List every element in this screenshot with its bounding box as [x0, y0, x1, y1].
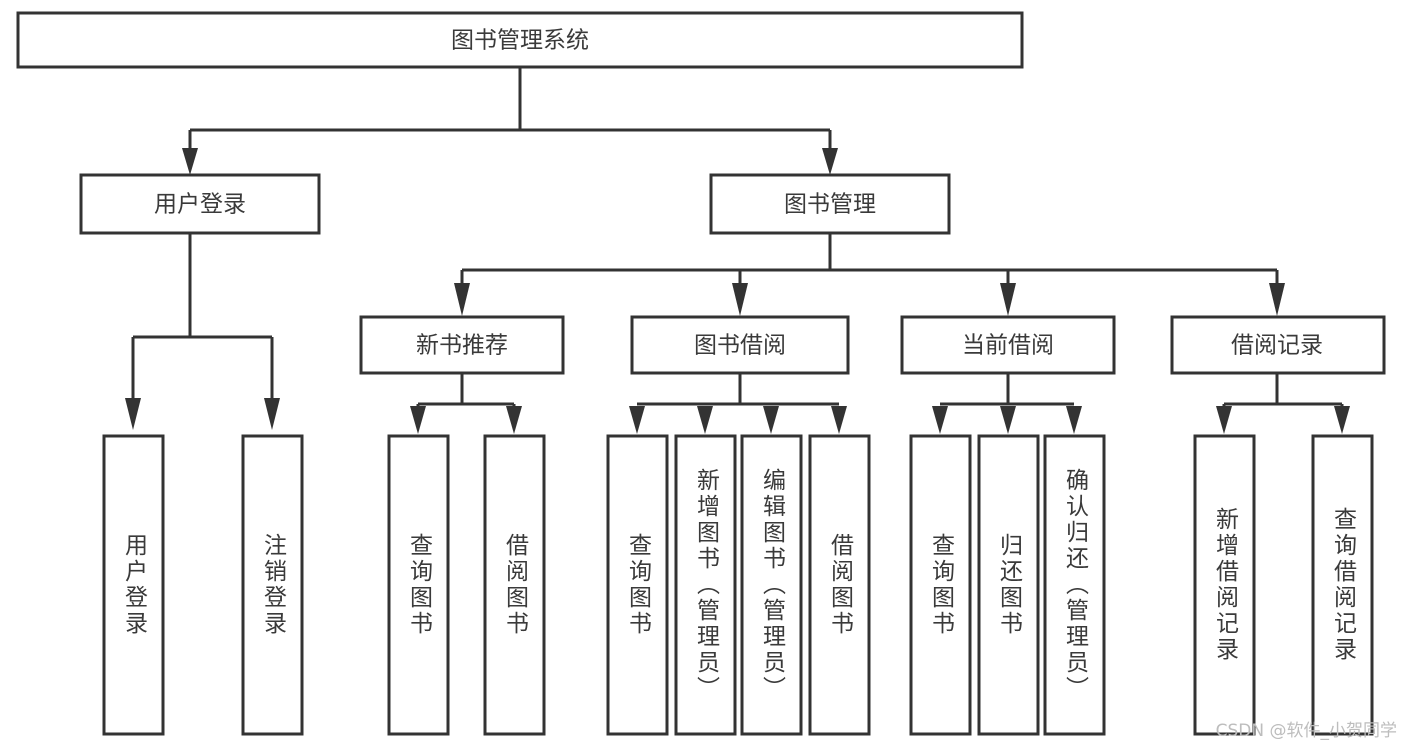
leaf-query-book-2[interactable]: 查询图书: [606, 434, 669, 736]
leaf-return-book-label: 归还图书: [996, 533, 1024, 637]
leaf-logout-login[interactable]: 注销登录: [241, 434, 304, 736]
arrow-book-management: [822, 148, 838, 175]
leaf-borrow-book-1-box: [483, 434, 546, 736]
arrow-leaf-query-book-3: [932, 406, 948, 434]
node-book-management-label: 图书管理: [784, 192, 876, 218]
leaf-borrow-book-2-box: [808, 434, 871, 736]
node-current-borrow-box: [900, 315, 1116, 375]
leaf-query-borrow-record-box: [1311, 434, 1374, 736]
leaf-borrow-book-2-label: 借阅图书: [827, 533, 855, 637]
leaf-edit-book-label: 编辑图书（管理员）: [759, 468, 787, 702]
leaf-query-book-1-box: [387, 434, 450, 736]
arrow-leaf-query-book-2: [629, 406, 645, 434]
leaf-add-book-box: [674, 434, 737, 736]
leaf-borrow-book-1[interactable]: 借阅图书: [483, 434, 546, 736]
leaf-add-borrow-record-box: [1193, 434, 1256, 736]
leaf-query-book-2-box: [606, 434, 669, 736]
node-root-box: [16, 11, 1024, 69]
arrow-leaf-confirm-return: [1066, 406, 1082, 434]
arrow-leaf-return-book: [1000, 406, 1016, 434]
leaf-add-borrow-record[interactable]: 新增借阅记录: [1193, 434, 1256, 736]
node-user-login[interactable]: 用户登录: [79, 173, 321, 235]
node-book-management[interactable]: 图书管理: [709, 173, 951, 235]
node-current-borrow-label: 当前借阅: [962, 333, 1054, 359]
node-book-management-box: [709, 173, 951, 235]
node-root-label: 图书管理系统: [451, 28, 589, 54]
node-new-book-recommend-label: 新书推荐: [416, 333, 508, 359]
arrow-leaf-edit-book: [763, 406, 779, 434]
leaf-edit-book-box: [740, 434, 803, 736]
leaf-query-book-1[interactable]: 查询图书: [387, 434, 450, 736]
node-book-borrow[interactable]: 图书借阅: [630, 315, 850, 375]
leaf-logout-login-label: 注销登录: [260, 533, 288, 637]
leaf-query-book-3-box: [909, 434, 972, 736]
arrow-user-login: [182, 148, 198, 175]
node-root[interactable]: 图书管理系统: [16, 11, 1024, 69]
edges-book-management-to-level3: [454, 233, 1285, 316]
node-user-login-box: [79, 173, 321, 235]
leaf-query-borrow-record[interactable]: 查询借阅记录: [1311, 434, 1374, 736]
edges-book-borrow-to-leaves: [629, 373, 847, 434]
leaf-add-book-label: 新增图书（管理员）: [693, 468, 721, 702]
leaf-confirm-return-label: 确认归还（管理员）: [1062, 468, 1090, 702]
edges-root-to-level2: [182, 67, 838, 175]
leaf-query-borrow-record-label: 查询借阅记录: [1330, 507, 1358, 663]
leaf-query-book-3[interactable]: 查询图书: [909, 434, 972, 736]
node-book-borrow-label: 图书借阅: [694, 333, 786, 359]
leaf-return-book-box: [977, 434, 1040, 736]
node-borrow-record[interactable]: 借阅记录: [1170, 315, 1386, 375]
node-user-login-label: 用户登录: [154, 192, 246, 218]
edges-new-book-recommend-to-leaves: [410, 373, 522, 434]
edges-current-borrow-to-leaves: [932, 373, 1082, 434]
leaf-confirm-return[interactable]: 确认归还（管理员）: [1043, 434, 1106, 736]
edges-user-login-to-leaves: [125, 233, 280, 430]
arrow-new-book-recommend: [454, 283, 470, 316]
leaf-user-login[interactable]: 用户登录: [102, 434, 165, 736]
arrow-leaf-borrow-book-1: [506, 406, 522, 434]
arrow-book-borrow: [732, 283, 748, 316]
arrow-leaf-query-borrow-record: [1334, 406, 1350, 434]
arrow-leaf-add-book: [697, 406, 713, 434]
node-borrow-record-box: [1170, 315, 1386, 375]
node-current-borrow[interactable]: 当前借阅: [900, 315, 1116, 375]
leaf-return-book[interactable]: 归还图书: [977, 434, 1040, 736]
node-new-book-recommend-box: [359, 315, 565, 375]
edges-borrow-record-to-leaves: [1216, 373, 1350, 434]
leaf-edit-book[interactable]: 编辑图书（管理员）: [740, 434, 803, 736]
node-borrow-record-label: 借阅记录: [1231, 333, 1323, 359]
leaf-add-book[interactable]: 新增图书（管理员）: [674, 434, 737, 736]
arrow-leaf-logout-login: [264, 398, 280, 430]
node-new-book-recommend[interactable]: 新书推荐: [359, 315, 565, 375]
node-book-borrow-box: [630, 315, 850, 375]
arrow-current-borrow: [1000, 283, 1016, 316]
leaf-user-login-label: 用户登录: [121, 533, 149, 637]
arrow-leaf-user-login: [125, 398, 141, 430]
leaf-query-book-2-label: 查询图书: [625, 533, 653, 637]
leaf-confirm-return-box: [1043, 434, 1106, 736]
arrow-leaf-borrow-book-2: [831, 406, 847, 434]
leaf-query-book-3-label: 查询图书: [928, 533, 956, 637]
leaf-borrow-book-2[interactable]: 借阅图书: [808, 434, 871, 736]
arrow-leaf-query-book-1: [410, 406, 426, 434]
arrow-borrow-record: [1269, 283, 1285, 316]
leaf-borrow-book-1-label: 借阅图书: [502, 533, 530, 637]
leaf-user-login-box: [102, 434, 165, 736]
leaf-logout-login-box: [241, 434, 304, 736]
arrow-leaf-add-borrow-record: [1216, 406, 1232, 434]
leaf-add-borrow-record-label: 新增借阅记录: [1212, 507, 1240, 663]
leaf-query-book-1-label: 查询图书: [406, 533, 434, 637]
